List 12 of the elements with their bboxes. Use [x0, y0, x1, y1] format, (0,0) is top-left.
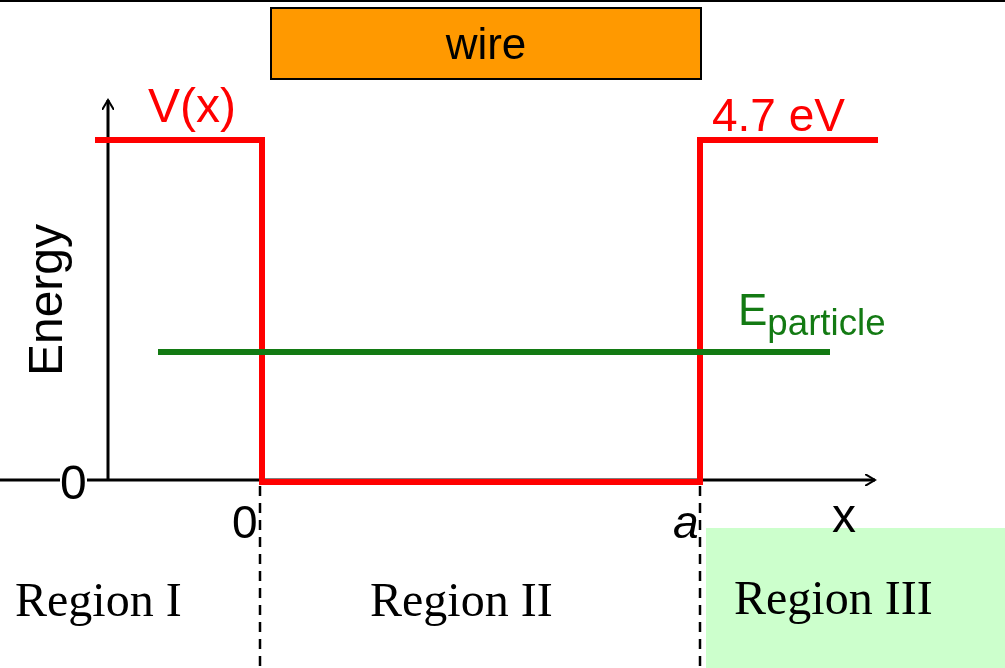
tick-label: 0: [232, 495, 258, 549]
label-text: wire: [445, 18, 527, 69]
tick-label: a: [673, 495, 699, 549]
axis-title: Energy: [17, 223, 73, 377]
energy-level-label: E$_{particle}$: [738, 285, 886, 344]
barrier-height-label: 4.7 eV: [712, 88, 845, 142]
wire-bar: [270, 7, 702, 80]
region-label: Region I: [15, 572, 182, 627]
potential-label: V(x): [148, 78, 236, 133]
axis-title: x: [832, 488, 856, 543]
region-label: Region II: [370, 572, 553, 627]
label-text: Region III: [734, 570, 933, 625]
